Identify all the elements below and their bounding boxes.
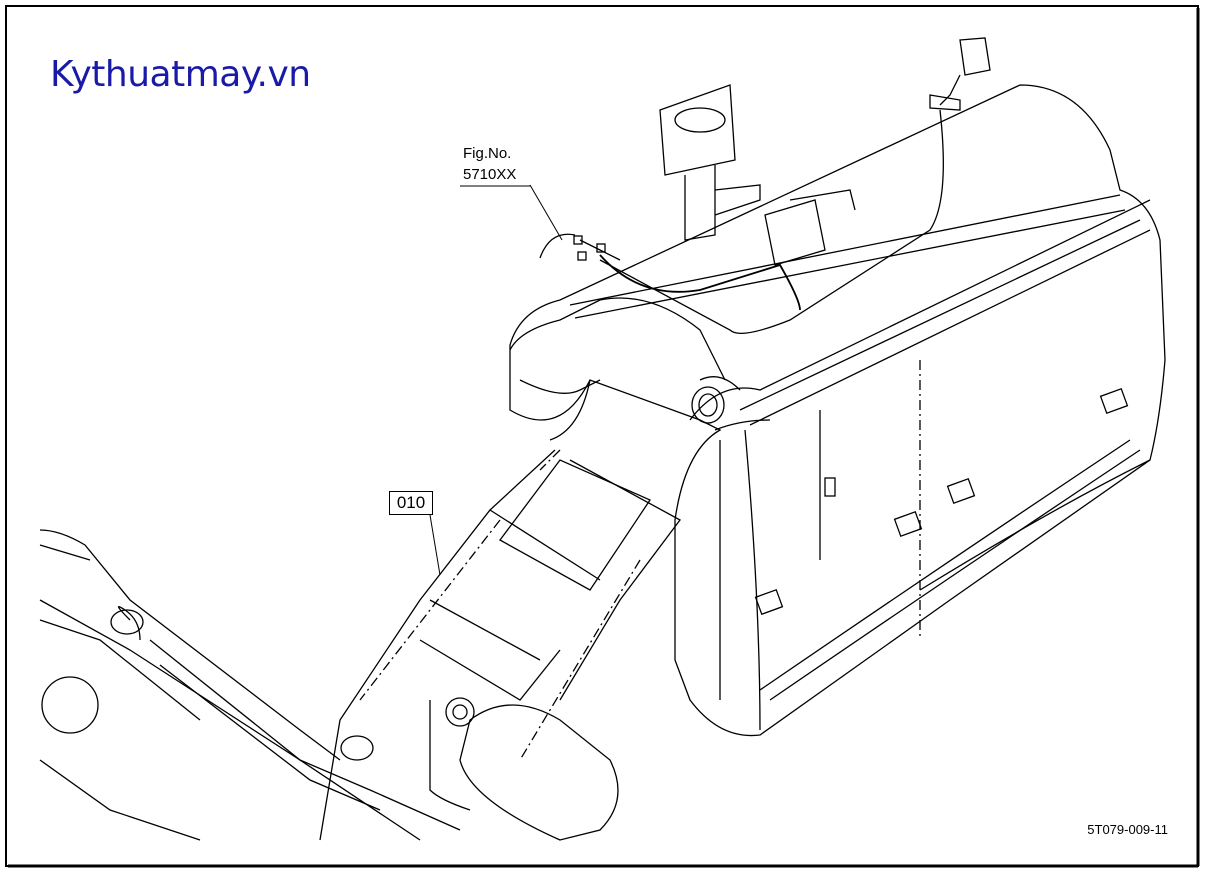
- watermark-text: Kythuatmay.vn: [50, 54, 311, 95]
- part-number-callout[interactable]: 010: [389, 491, 433, 515]
- drawing-number: 5T079-009-11: [1087, 822, 1168, 837]
- diagram-border: [5, 5, 1199, 867]
- machine-drawing: [39, 37, 1166, 841]
- figure-reference-label: Fig.No.: [463, 145, 512, 162]
- figure-reference-number: 5710XX: [463, 166, 517, 183]
